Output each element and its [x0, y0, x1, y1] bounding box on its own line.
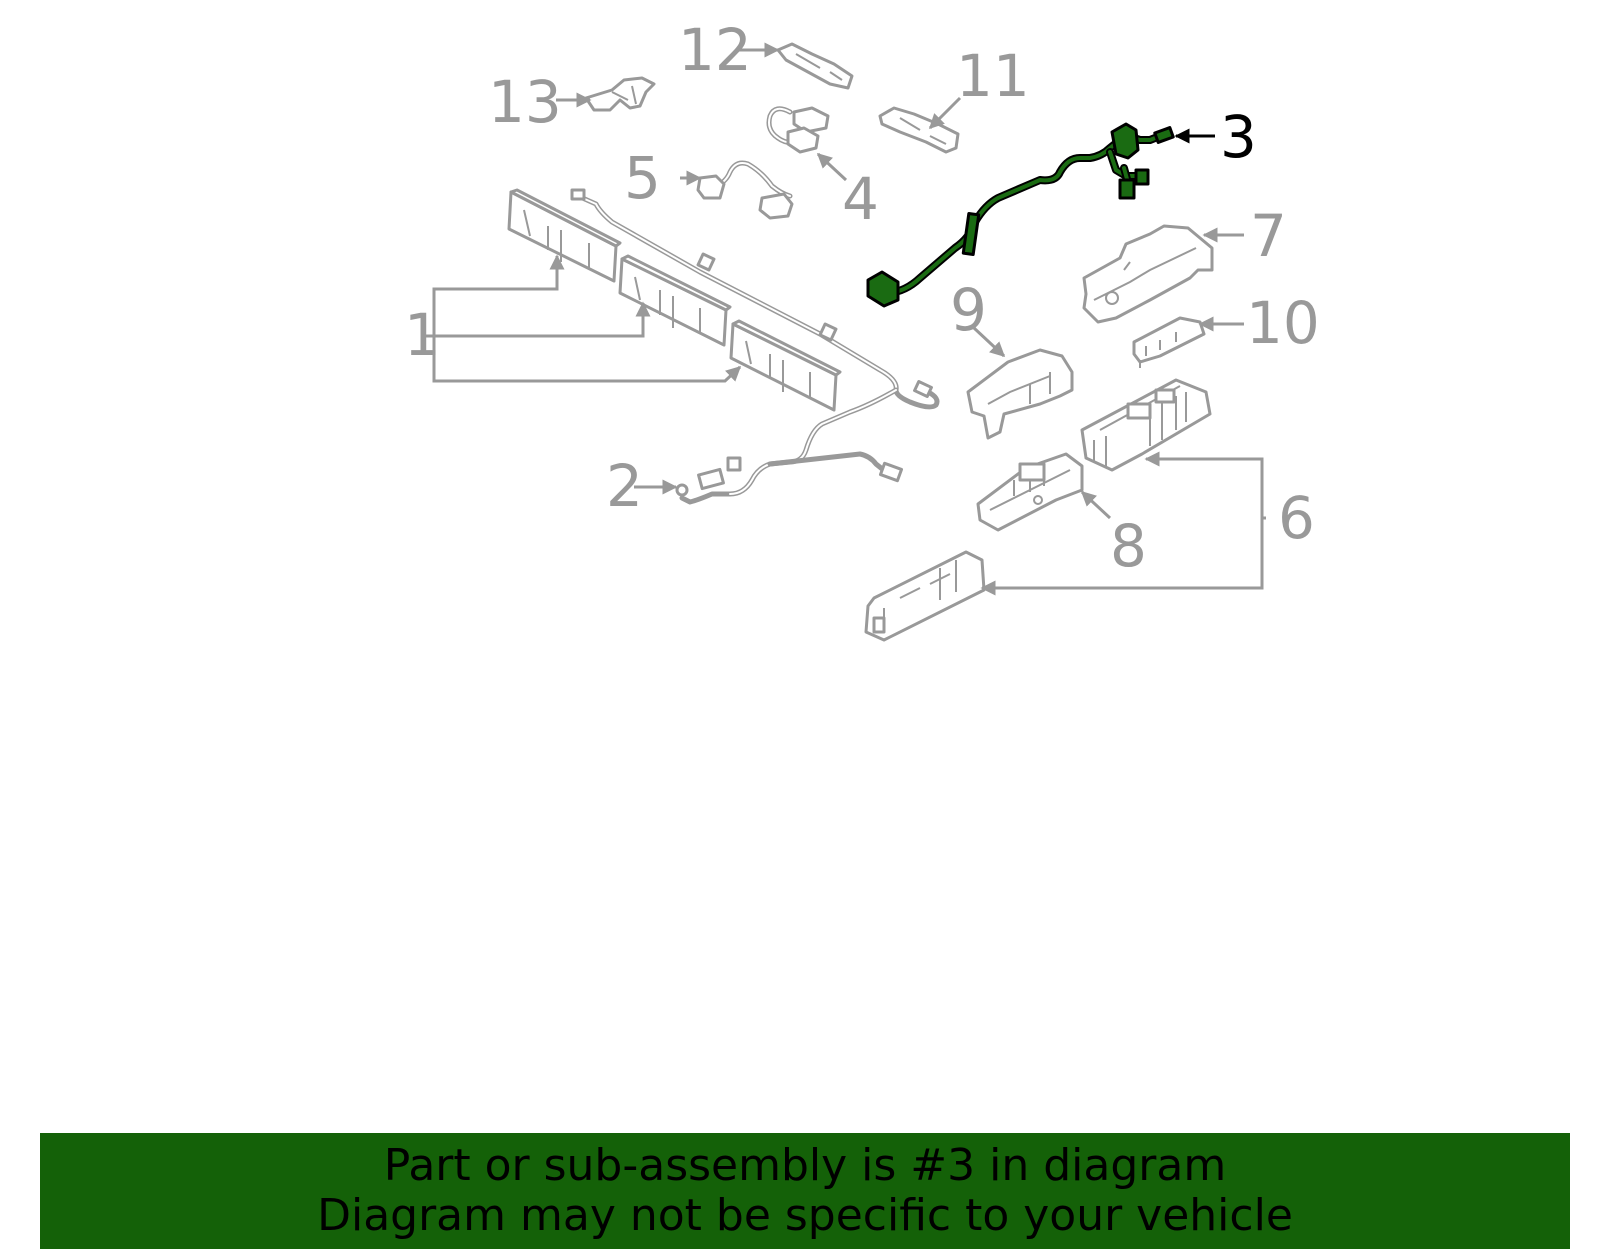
banner-line-part: Part or sub-assembly is #3 in diagram: [383, 1140, 1227, 1191]
part-11-bracket: [878, 106, 960, 154]
callout-13: 13: [488, 68, 562, 136]
callout-12: 12: [678, 16, 752, 84]
info-banner: Part or sub-assembly is #3 in diagram Di…: [40, 1133, 1570, 1249]
leader-1c: [432, 336, 742, 383]
leader-6b: [980, 518, 1264, 596]
callout-6: 6: [1278, 484, 1315, 552]
leader-1: [432, 254, 565, 336]
part-8-module: [976, 452, 1084, 532]
leader-8: [1080, 490, 1112, 520]
part-5-connector-wire: [696, 160, 794, 220]
leader-1b: [434, 301, 651, 338]
part-1-panel-b: [618, 254, 732, 347]
callout-5: 5: [624, 144, 661, 212]
leader-9: [972, 326, 1006, 358]
part-2-harness: [570, 188, 940, 505]
part-1-panel-a: [507, 188, 622, 283]
part-3-harness-highlighted: [866, 122, 1175, 308]
leader-6: [1144, 451, 1266, 520]
leader-4: [816, 152, 848, 182]
part-10-clip: [1132, 316, 1206, 368]
callout-8: 8: [1110, 512, 1147, 580]
callout-10: 10: [1246, 289, 1320, 357]
leader-11: [928, 96, 962, 130]
part-12-bracket: [776, 42, 854, 90]
callout-4: 4: [842, 165, 879, 233]
callout-3: 3: [1220, 103, 1257, 171]
part-6-modules: [864, 378, 1212, 642]
part-1-panels: [507, 188, 842, 412]
callout-9: 9: [950, 276, 987, 344]
part-7-cover: [1082, 224, 1214, 324]
part-9-bracket: [966, 348, 1074, 440]
part-6-module-a: [1080, 378, 1212, 472]
part-1-panel-c: [729, 319, 842, 412]
banner-line-disclaimer: Diagram may not be specific to your vehi…: [317, 1190, 1293, 1241]
callout-11: 11: [956, 42, 1030, 110]
part-13-bracket: [584, 76, 656, 112]
callout-7: 7: [1250, 202, 1287, 270]
callout-1: 1: [404, 301, 441, 369]
leader-lines: [425, 42, 1266, 596]
part-4-connector-wire: [766, 106, 830, 154]
callout-2: 2: [606, 452, 643, 520]
callout-labels: 1 2 3 4 5 6 7 8 9 10 11 12 13: [404, 16, 1320, 580]
part-6-module-b: [864, 550, 986, 642]
